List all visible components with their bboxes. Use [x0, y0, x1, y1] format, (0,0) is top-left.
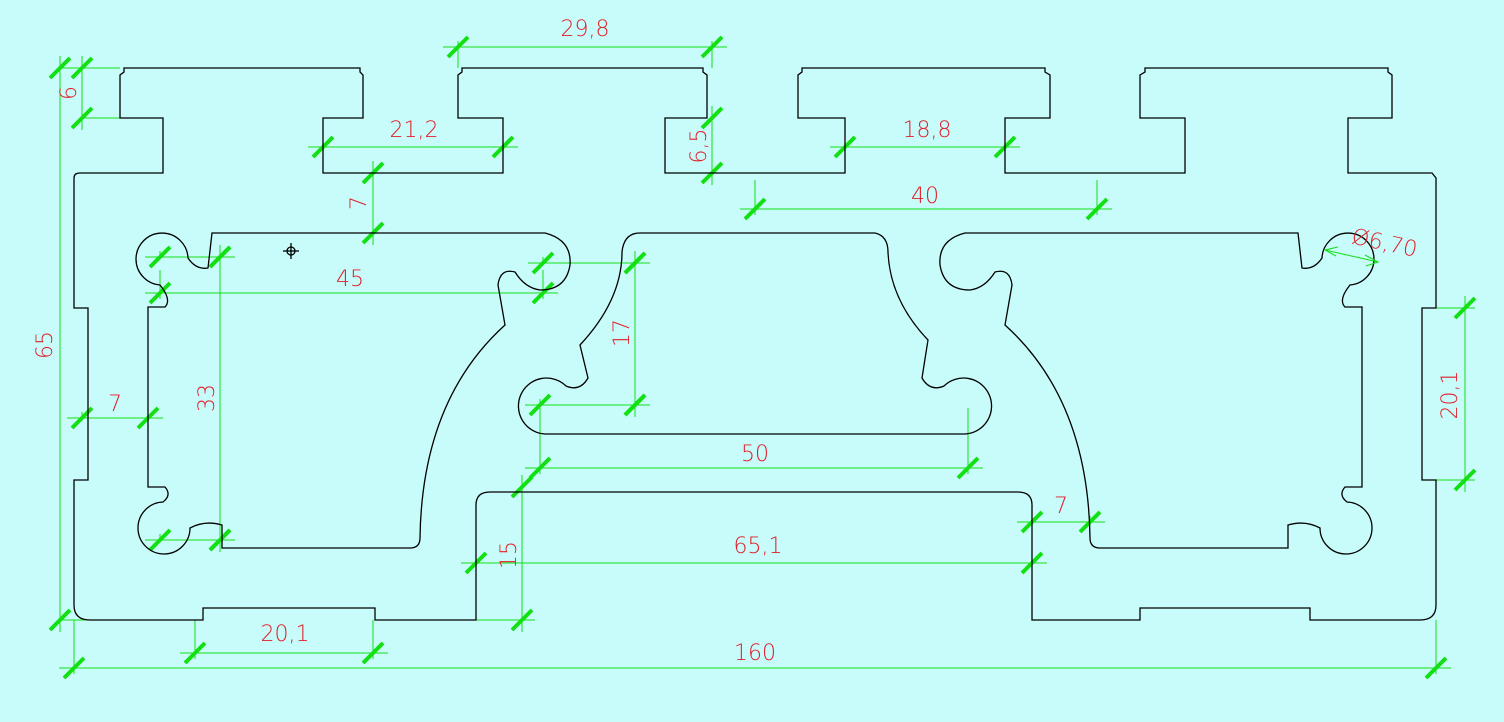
cursor-crosshair-icon	[283, 243, 299, 259]
dimension-tick	[700, 35, 724, 59]
dimension-tick	[700, 106, 724, 130]
dimension-tick	[1085, 197, 1109, 221]
dimension-tick	[148, 281, 172, 305]
dim-label-6: 6	[57, 86, 82, 100]
dimension-tick	[208, 245, 232, 269]
dimension-tick	[528, 393, 552, 417]
dim-label-17: 17	[610, 319, 635, 347]
dimension-tick	[743, 197, 767, 221]
dim-label-20-1-bottom: 20,1	[261, 622, 310, 647]
hole-diameter-leader	[1323, 246, 1380, 267]
dimension-tick	[148, 528, 172, 552]
dim-label-29-8: 29,8	[561, 17, 610, 42]
dimension-tick	[528, 456, 552, 480]
dimension-tick	[1424, 656, 1448, 680]
dimension-tick	[361, 641, 385, 665]
dimension-tick	[70, 406, 94, 430]
dimension-tick	[62, 656, 86, 680]
dim-label-45: 45	[336, 267, 364, 292]
dim-label-65-1: 65,1	[734, 534, 783, 559]
dimension-labels: 29,8 21,2 18,8 40 6 6,5 7 65 45 33 17 7 …	[33, 17, 1463, 666]
dimension-tick	[623, 393, 647, 417]
dim-label-7-top: 7	[347, 196, 372, 210]
dimension-tick	[531, 251, 555, 275]
dimension-tick	[956, 456, 980, 480]
dim-label-hole-diameter: Ø6,70	[1349, 225, 1419, 263]
dim-label-6-5: 6,5	[687, 129, 712, 164]
dimension-tick	[148, 245, 172, 269]
dim-label-33: 33	[195, 384, 220, 412]
profile-outer-contour	[73, 67, 1437, 621]
dim-label-18-8: 18,8	[903, 118, 952, 143]
dimension-tick	[183, 641, 207, 665]
dim-label-7-right: 7	[1054, 494, 1068, 519]
dim-label-40: 40	[911, 184, 939, 209]
dimension-tick	[623, 251, 647, 275]
dim-label-65: 65	[33, 331, 58, 359]
dimension-tick	[510, 475, 534, 499]
dimension-lines	[48, 35, 1477, 680]
profile-right-cavity	[939, 232, 1375, 555]
dimension-tick	[531, 281, 555, 305]
dim-label-21-2: 21,2	[390, 118, 439, 143]
dim-label-20-1-right: 20,1	[1438, 371, 1463, 420]
dim-label-50: 50	[741, 442, 769, 467]
dim-label-7-left: 7	[108, 392, 122, 417]
dim-label-15: 15	[497, 541, 522, 569]
dimension-tick	[446, 35, 470, 59]
dim-label-160: 160	[734, 641, 776, 666]
profile-center-cavity	[517, 232, 993, 435]
dimension-tick	[208, 528, 232, 552]
profile-left-cavity	[135, 232, 571, 555]
